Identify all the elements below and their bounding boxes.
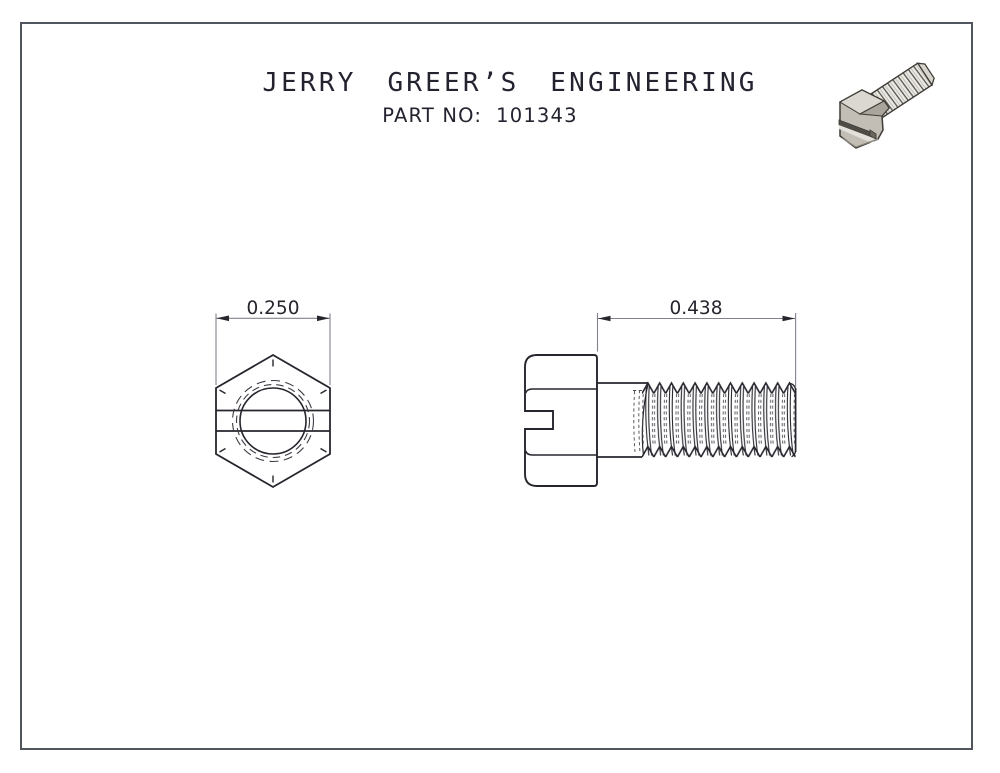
- front-view-dimension: 0.250: [215, 298, 331, 385]
- part-number: PART NO: 101343: [382, 104, 578, 127]
- company-name: JERRY GREER’S ENGINEERING: [262, 68, 758, 98]
- side-view-dimension: 0.438: [596, 298, 797, 387]
- screw-3d-icon: [838, 62, 935, 149]
- hex-head-front-view: 0.250: [215, 298, 331, 489]
- screw-side-view: 0.438: [524, 298, 797, 487]
- front-view-dimension-label: 0.250: [247, 298, 300, 319]
- part-number-value: 101343: [496, 104, 578, 127]
- screw-3d-head: [838, 89, 890, 149]
- sheet-border: [20, 22, 973, 750]
- side-view-dimension-label: 0.438: [670, 298, 723, 319]
- part-number-label: PART NO:: [382, 104, 483, 127]
